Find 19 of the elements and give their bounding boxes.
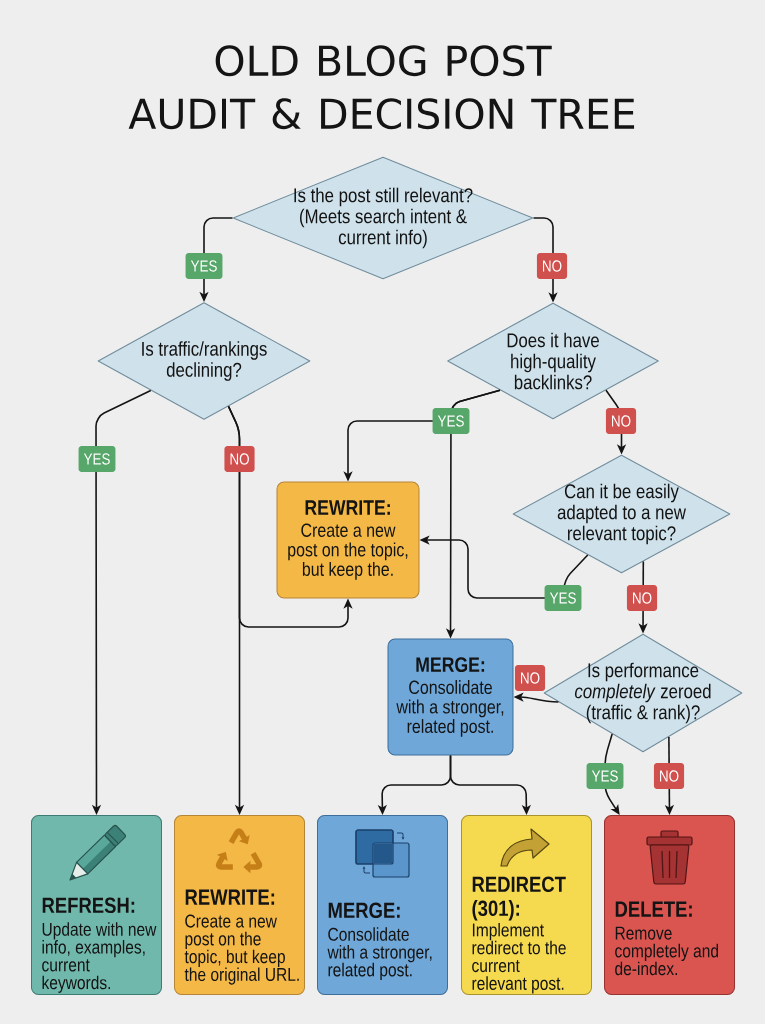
action-card: MERGE: Consolidate with a stronger, related post. <box>317 815 448 995</box>
edge-label: NO <box>626 585 658 611</box>
action-card: REFRESH: Update with new info, examples, current keywords. <box>31 815 162 995</box>
edge-label: YES <box>185 253 223 279</box>
edge-label: NO <box>653 763 685 789</box>
edge-label: YES <box>432 408 470 434</box>
title: OLD BLOG POST AUDIT & DECISION TREE <box>128 45 635 130</box>
edge-label: NO <box>224 446 255 472</box>
action-box: MERGE: Consolidate with a stronger, related post. <box>387 638 514 756</box>
action-card: REDIRECT (301): Implement redirect to the current relevant post. <box>461 815 592 995</box>
action-card: REWRITE: Create a new post on the topic, but keep the original URL. <box>174 815 305 995</box>
edge-label: NO <box>536 253 568 279</box>
action-card: DELETE: Remove completely and de-index. <box>604 815 735 995</box>
edge-label: NO <box>514 665 546 691</box>
edge-label: YES <box>586 763 624 789</box>
edge-label: YES <box>78 446 116 472</box>
action-box: REWRITE: Create a new post on the topic, but keep the. <box>276 481 420 599</box>
edge-label: YES <box>544 585 582 611</box>
edge-label: NO <box>605 408 637 434</box>
